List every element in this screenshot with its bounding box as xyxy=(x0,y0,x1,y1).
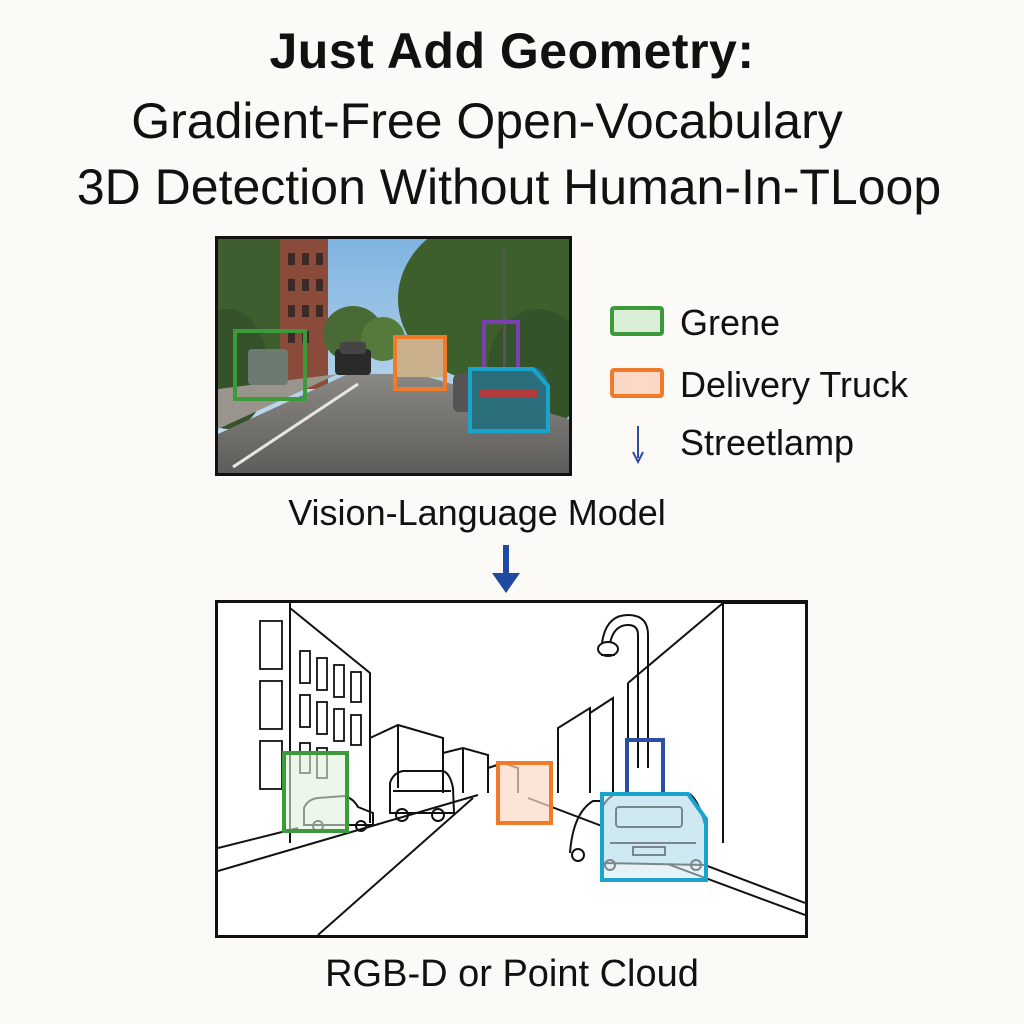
title-line-1: Just Add Geometry: xyxy=(269,23,755,79)
legend-item-delivery-truck: Delivery Truck xyxy=(608,364,1008,408)
orange-box-swatch xyxy=(610,368,664,398)
legend-item-streetlamp: Streetlamp xyxy=(608,422,1008,466)
legend-label: Grene xyxy=(680,302,781,343)
green-box-swatch xyxy=(610,306,664,336)
arrow-down-icon xyxy=(492,545,520,593)
title-line-2: Gradient-Free Open-Vocabulary xyxy=(131,93,843,149)
rgbd-sketch xyxy=(215,600,808,938)
legend: Grene Delivery Truck Streetlamp xyxy=(608,302,1008,472)
rgbd-point-cloud-label: RGB-D or Point Cloud xyxy=(325,953,699,995)
title-line-3: 3D Detection Without Human-In-TLoop xyxy=(76,159,942,215)
legend-label: Delivery Truck xyxy=(680,364,909,405)
legend-item-grene: Grene xyxy=(608,302,1008,346)
legend-label: Streetlamp xyxy=(680,422,855,463)
vision-language-model-label: Vision-Language Model xyxy=(288,492,666,533)
street-photo xyxy=(215,236,572,476)
arrow-down-icon xyxy=(632,426,644,465)
